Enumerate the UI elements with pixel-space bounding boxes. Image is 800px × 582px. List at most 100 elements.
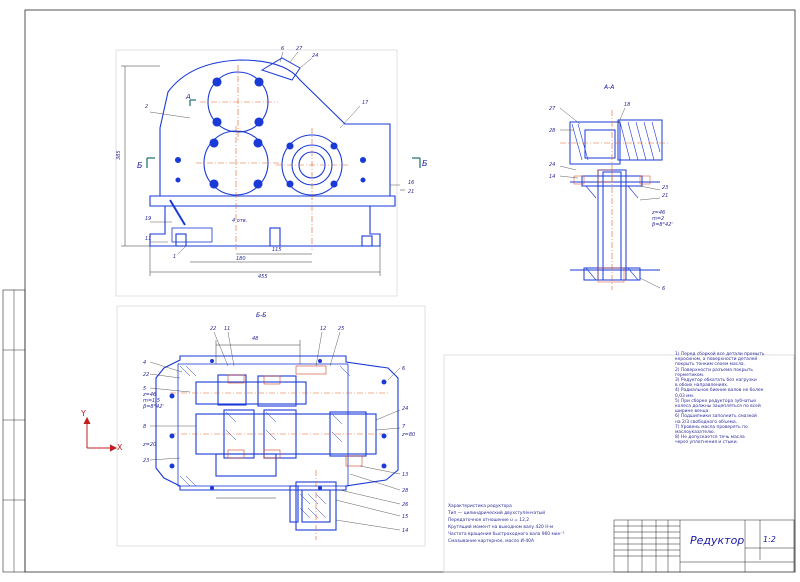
bb-view-frame [116, 305, 426, 547]
note-line: колеса должны зацепляться по всей [675, 404, 761, 410]
svg-text:12: 12 [320, 326, 326, 332]
axis-label-x: X [117, 443, 123, 452]
svg-text:27: 27 [549, 106, 556, 112]
note-line: керосином, а поверхности деталей [675, 357, 758, 363]
front-callout-text: 6 27 24 2 17 16 21 19 11 1 385 455 180 1… [116, 46, 414, 280]
note-line: 0,03 мм. [675, 393, 695, 399]
svg-text:16: 16 [408, 180, 414, 186]
section-bb-hatch [179, 365, 351, 519]
char-line: Смазывание картерное, масло И-40А [448, 539, 534, 544]
note-line: в обоих направлениях. [675, 383, 729, 389]
section-aa-hatch [571, 121, 661, 281]
svg-text:28: 28 [402, 488, 408, 494]
housing-flange [149, 195, 396, 207]
svg-text:180: 180 [236, 256, 246, 262]
cut-marks-front [146, 99, 421, 168]
svg-text:26: 26 [402, 502, 408, 508]
front-view [149, 57, 396, 247]
note-line: ширине венца. [675, 409, 710, 415]
section-bb-callout-text: 4 22 5 z=46 m=1,5 β=8°42' 8 z=20 23 22 1… [142, 326, 415, 534]
svg-text:1: 1 [173, 254, 176, 260]
note-line: 5) При сборке редуктора зубчатые [675, 398, 757, 404]
note-line: герметиком. [675, 372, 705, 378]
svg-text:β=8°42': β=8°42' [652, 222, 673, 228]
svg-text:24: 24 [312, 53, 318, 59]
cut-mark-b-right: Б [422, 159, 428, 168]
svg-text:5: 5 [143, 386, 146, 392]
section-bb-details [227, 365, 363, 467]
sheet-number: 1:2 [763, 535, 776, 544]
svg-text:11: 11 [224, 326, 230, 332]
note-line: на 2/3 свободного объема. [675, 419, 738, 425]
svg-text:28: 28 [549, 128, 555, 134]
section-bb-dimensions [215, 340, 301, 499]
section-bb-leaders [149, 331, 401, 531]
svg-text:24: 24 [549, 162, 555, 168]
svg-text:7: 7 [402, 424, 406, 430]
technical-requirements: 1) Перед сборкой все детали промыть керо… [675, 352, 793, 446]
section-aa-label: А-А [604, 84, 615, 91]
svg-text:14: 14 [402, 528, 408, 534]
section-aa-centerline [560, 110, 670, 290]
note-line: 6) Подшипники заполнить смазкой [675, 414, 757, 420]
svg-text:22: 22 [143, 372, 149, 378]
svg-text:22: 22 [210, 326, 216, 332]
svg-text:8: 8 [143, 424, 146, 430]
axis-label-y: Y [81, 409, 86, 418]
svg-text:21: 21 [408, 189, 414, 195]
note-line: 8) Не допускается течь масла [675, 435, 745, 441]
outer-frame [24, 9, 796, 573]
svg-text:6: 6 [402, 366, 405, 372]
housing-base [149, 206, 381, 247]
front-leaders [149, 51, 400, 255]
svg-text:z=20: z=20 [142, 442, 156, 448]
note-line: 4) Радиальное биение валов не более [675, 388, 764, 394]
char-line: Тип — цилиндрический двухступенчатый [448, 511, 546, 516]
svg-text:β=8°42': β=8°42' [143, 404, 164, 410]
svg-text:24: 24 [402, 406, 408, 412]
note-line: 7) Уровень масла проверять по [675, 424, 748, 430]
svg-text:2: 2 [145, 104, 148, 110]
svg-text:4: 4 [143, 360, 146, 366]
svg-text:48: 48 [252, 336, 258, 342]
reducer-characteristics: Характеристика редуктора Тип — цилиндрич… [448, 503, 618, 545]
note-line: 3) Редуктор обкатать без нагрузки [675, 378, 757, 384]
svg-text:17: 17 [362, 100, 369, 106]
svg-text:6: 6 [662, 286, 665, 292]
svg-text:15: 15 [402, 514, 408, 520]
cut-mark-b-left: Б [137, 161, 143, 170]
svg-text:455: 455 [258, 274, 268, 280]
char-line: Характеристика редуктора [448, 504, 512, 509]
section-aa-callout-text: 27 28 18 24 14 23 21 6 z=46 m=2 β=8°42' [549, 102, 673, 292]
drawing-title: Редуктор [690, 534, 745, 547]
svg-text:6: 6 [281, 46, 284, 52]
svg-text:21: 21 [662, 193, 668, 199]
char-line: Передаточное отношение u = 12,2 [448, 518, 530, 523]
section-bb [155, 355, 399, 531]
svg-text:14: 14 [549, 174, 555, 180]
svg-text:13: 13 [402, 472, 408, 478]
svg-text:z=46: z=46 [142, 392, 156, 398]
svg-text:11: 11 [145, 236, 151, 242]
front-centerlines [196, 65, 350, 250]
char-line: Крутящий момент на выходном валу 420 Н·м [448, 525, 554, 530]
xy-axis-indicator [83, 416, 118, 452]
note-line: маслоуказателю. [675, 430, 716, 436]
svg-text:115: 115 [272, 247, 282, 253]
svg-text:m=2: m=2 [652, 216, 664, 222]
svg-text:18: 18 [624, 102, 630, 108]
svg-text:23: 23 [143, 458, 149, 464]
housing-cover [159, 59, 391, 197]
svg-text:25: 25 [338, 326, 344, 332]
char-line: Частота вращения быстроходного вала 960 … [448, 532, 565, 537]
front-dimensions [121, 65, 405, 276]
svg-text:385: 385 [116, 150, 122, 160]
svg-text:m=1,5: m=1,5 [143, 398, 160, 404]
svg-text:z=46: z=46 [651, 210, 665, 216]
note-line: 1) Перед сборкой все детали промыть [675, 352, 765, 357]
section-bb-centerlines [170, 392, 390, 540]
section-bb-label: Б-Б [256, 312, 267, 319]
note-line: через уплотнения и стыки. [675, 440, 738, 446]
